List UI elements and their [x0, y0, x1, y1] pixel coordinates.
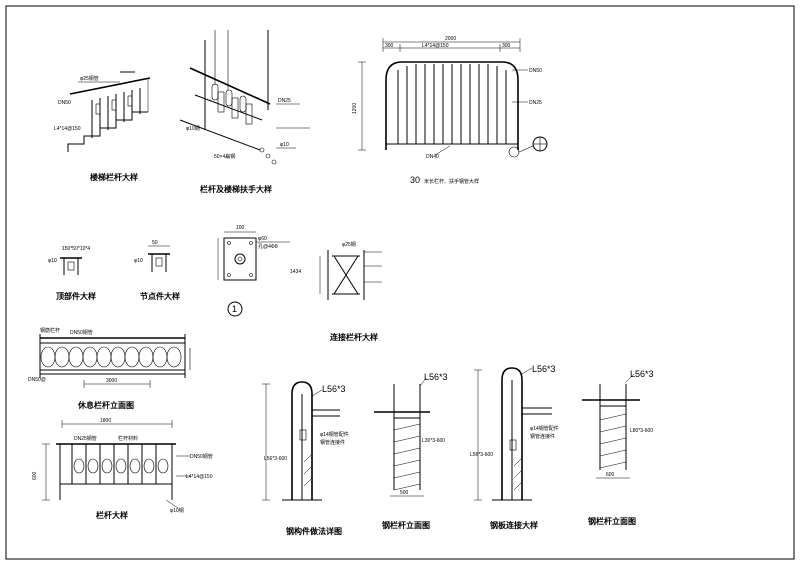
svg-text:φ10: φ10 [134, 258, 143, 264]
title-fence-30-rest: 米长栏杆、扶手钢管大样 [424, 178, 479, 185]
svg-text:L4*14@150: L4*14@150 [422, 43, 449, 49]
svg-text:φ10: φ10 [48, 258, 57, 264]
svg-text:DN50钢管: DN50钢管 [70, 329, 93, 336]
detail-marker-1 [227, 301, 243, 317]
svg-text:600: 600 [606, 472, 615, 478]
title-plan-rail-elev: 休息栏杆立面图 [77, 400, 134, 410]
svg-text:φ10: φ10 [280, 142, 289, 148]
section-detail-3: L56*3 L56*3-600 φ14钢管配件 钢管连接件 钢板连接大样 [470, 364, 559, 530]
connection-railing-detail: 1434 φ25钢 连接栏杆大样 [290, 241, 382, 342]
svg-text:φ60: φ60 [258, 236, 267, 242]
stair-railing-detail: φ25钢管 DN50 L4*14@150 楼梯栏杆大样 [54, 71, 151, 182]
title-hinge-detail: 连接栏杆大样 [330, 332, 378, 342]
svg-text:DN50钢管: DN50钢管 [190, 453, 213, 460]
title-fence-30: 30 [410, 175, 420, 185]
svg-text:L56*3-600: L56*3-600 [470, 452, 493, 458]
railing-rings [71, 444, 169, 484]
rest-railing-elevation: 3000 钢筋栏杆 DN50钢管 DN50@ 休息栏杆立面图 [28, 327, 191, 410]
label-pipe-dn50-1: DN50 [58, 100, 71, 106]
label-angle-4: L56*3 [630, 369, 654, 379]
label-dim-1200: 1200 [352, 103, 358, 114]
label-pipe-dn40: DN40 [426, 154, 439, 160]
svg-text:钢管连接件: 钢管连接件 [320, 439, 345, 446]
railing-loops [40, 346, 182, 368]
svg-text:孔@4Φ8: 孔@4Φ8 [258, 243, 278, 250]
label-dim-1800: 1800 [100, 418, 111, 424]
svg-text:100: 100 [236, 225, 245, 231]
fence-bars [397, 64, 507, 144]
sheet-border [5, 5, 795, 560]
svg-text:150*50*10*4: 150*50*10*4 [62, 246, 90, 252]
label-pipe-dn25-1: DN25 [278, 98, 291, 104]
section-4-hatch [599, 413, 627, 469]
svg-text:钢管连接件: 钢管连接件 [530, 433, 555, 440]
title-section-2: 钢栏杆立面图 [382, 520, 430, 530]
label-note-1414: L4*14@150 [54, 126, 81, 132]
railing-detail-bottom: 1800 600 DN50钢管 L4*14@150 [32, 418, 213, 520]
section-detail-1: L56*3 L56*3-600 φ14钢管配件 钢管连接件 钢构件做法详图 [262, 381, 349, 536]
svg-text:φ14钢管配件: φ14钢管配件 [320, 431, 349, 438]
base-plate-detail: 100 φ60 孔@4Φ8 1 [217, 225, 290, 317]
svg-text:50×4扁钢: 50×4扁钢 [214, 153, 235, 160]
label-dim-300b: 300 [502, 43, 511, 49]
label-pipe-dn50-2: DN50 [529, 68, 542, 74]
title-section-4: 钢栏杆立面图 [588, 516, 636, 526]
label-dim-600: 600 [32, 471, 38, 480]
title-rail-detail: 栏杆大样 [96, 510, 128, 520]
label-dim-500: 500 [400, 490, 409, 496]
title-top-detail-a: 顶部件大样 [56, 291, 96, 301]
label-angle-1: L56*3 [322, 384, 346, 394]
label-angle-sub-2: L80*3-600 [630, 428, 653, 434]
top-fitting-detail-a: 150*50*10*4 φ10 顶部件大样 [48, 246, 96, 301]
title-section-3: 钢板连接大样 [490, 520, 538, 530]
section-detail-2: L56*3 L30*3-600 500 钢栏杆立面图 [374, 372, 448, 530]
label-dim-3000: 3000 [106, 378, 117, 384]
svg-text:L56*3-600: L56*3-600 [264, 456, 287, 462]
section-detail-4: L56*3 L80*3-600 600 钢栏杆立面图 [582, 369, 654, 526]
svg-text:2000: 2000 [445, 36, 456, 42]
label-angle-3: L56*3 [532, 364, 556, 374]
label-angle-sub-1: L30*3-600 [422, 438, 445, 444]
label-dim-1434: 1434 [290, 269, 301, 275]
section-2-hatch [393, 423, 421, 491]
label-note-dn50: DN50@ [28, 377, 46, 383]
svg-text:DN25钢管: DN25钢管 [74, 435, 97, 442]
top-fitting-detail-b: 50 φ10 节点件大样 [134, 240, 180, 301]
svg-text:φ10钢: φ10钢 [186, 125, 200, 132]
svg-text:φ25钢管: φ25钢管 [80, 75, 99, 82]
railing-handrail-detail: DN25 φ10钢 50×4扁钢 φ10 栏杆及楼梯扶手大样 [179, 30, 310, 194]
svg-text:φ25钢: φ25钢 [342, 241, 356, 248]
svg-text:50: 50 [152, 240, 158, 246]
title-railing-stair: 栏杆及楼梯扶手大样 [200, 184, 272, 194]
fence-pipe-detail: 2000 300 300 L4*14@150 1200 DN50 DN [352, 36, 548, 185]
title-top-detail-b: 节点件大样 [140, 291, 180, 301]
detail-marker-1-text: 1 [232, 304, 237, 314]
label-pipe-dn25-2: DN25 [529, 100, 542, 106]
svg-text:φ14钢管配件: φ14钢管配件 [530, 425, 559, 432]
title-section-1: 钢构件做法详图 [286, 526, 342, 536]
svg-text:栏杆材料: 栏杆材料 [118, 435, 138, 442]
label-dim-300a: 300 [385, 43, 394, 49]
title-stair-railing: 楼梯栏杆大样 [90, 172, 138, 182]
svg-text:L4*14@150: L4*14@150 [186, 474, 213, 480]
label-angle-2: L56*3 [424, 372, 448, 382]
svg-text:钢筋栏杆: 钢筋栏杆 [40, 327, 60, 334]
svg-text:φ10钢: φ10钢 [170, 507, 184, 514]
